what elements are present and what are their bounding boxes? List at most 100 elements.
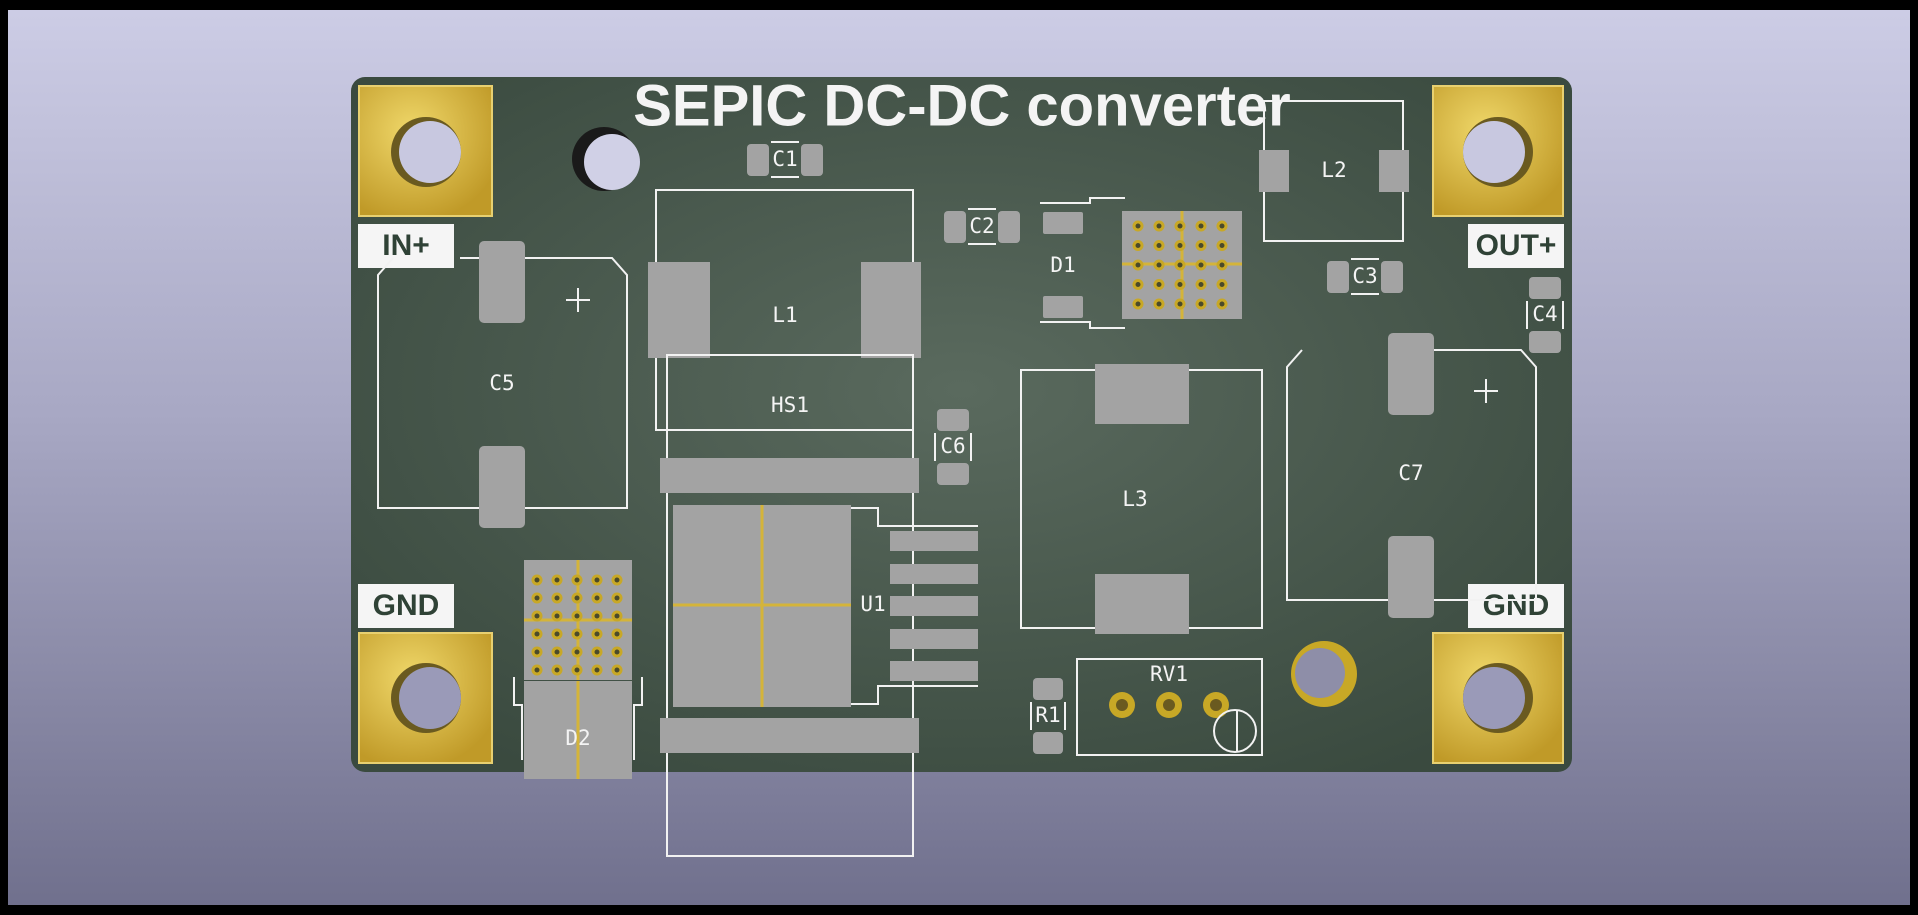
svg-text:RV1: RV1 <box>1150 662 1188 686</box>
mounting-pad-bottom-right <box>1432 632 1564 764</box>
d2-via-hole <box>594 631 600 637</box>
mounting-pad-top-left <box>358 85 493 217</box>
label-gnd-right: GND <box>1468 584 1564 628</box>
d1-via-hole <box>1135 282 1141 287</box>
svg-text:HS1: HS1 <box>771 393 809 417</box>
d2-via-hole <box>554 631 560 637</box>
d2-via-hole <box>534 631 540 637</box>
d1-via-hole <box>1177 282 1183 287</box>
d1-via-hole <box>1219 262 1225 268</box>
svg-text:D2: D2 <box>565 726 590 750</box>
d2-via-hole <box>554 613 560 619</box>
svg-text:L3: L3 <box>1122 487 1147 511</box>
d2-via-hole <box>554 667 560 673</box>
d2-via-hole <box>574 667 580 673</box>
mounting-hole-top <box>572 127 640 191</box>
d1-via-hole <box>1156 301 1162 307</box>
d1-via-array <box>1132 220 1228 310</box>
svg-text:U1: U1 <box>860 592 885 616</box>
component-c5: C5 <box>377 241 628 528</box>
label-out-plus: OUT+ <box>1468 224 1564 268</box>
d2-via-hole <box>554 649 560 655</box>
svg-text:IN+: IN+ <box>382 229 430 262</box>
svg-text:L1: L1 <box>772 303 797 327</box>
d1-via-hole <box>1198 243 1204 248</box>
svg-text:R1: R1 <box>1035 703 1060 727</box>
component-u1: U1 <box>673 505 978 707</box>
d2-via-hole <box>594 595 600 601</box>
frame-border-bottom <box>0 905 1918 915</box>
d2-via-hole <box>614 613 620 619</box>
component-c2: C2 <box>944 208 1020 245</box>
component-hs1: HS1 <box>660 354 919 857</box>
d2-via-hole <box>594 577 600 583</box>
svg-text:C3: C3 <box>1352 264 1377 288</box>
d2-via-hole <box>614 577 620 583</box>
d2-via-hole <box>594 613 600 619</box>
d2-via-hole <box>574 649 580 655</box>
d1-via-hole <box>1177 223 1183 229</box>
d2-via-hole <box>594 667 600 673</box>
d1-via-hole <box>1198 223 1204 229</box>
mounting-pad-bottom-left <box>358 632 493 764</box>
d2-via-hole <box>574 631 580 637</box>
svg-text:C4: C4 <box>1532 302 1557 326</box>
d1-via-hole <box>1198 301 1204 307</box>
component-rv1: RV1 <box>1076 658 1263 756</box>
copper-ring-bottom <box>1291 641 1357 707</box>
component-c1: C1 <box>747 141 823 178</box>
svg-text:C7: C7 <box>1398 461 1423 485</box>
d2-via-hole <box>614 649 620 655</box>
svg-text:C5: C5 <box>489 371 514 395</box>
d2-via-hole <box>574 613 580 619</box>
d1-via-hole <box>1156 282 1162 287</box>
d2-via-hole <box>534 667 540 673</box>
d2-via-hole <box>554 577 560 583</box>
component-l2: L2 <box>1259 100 1409 242</box>
svg-text:GND: GND <box>373 589 440 622</box>
svg-text:D1: D1 <box>1050 253 1075 277</box>
svg-text:C1: C1 <box>772 147 797 171</box>
d1-via-hole <box>1198 282 1204 287</box>
svg-text:C6: C6 <box>940 434 965 458</box>
d1-via-hole <box>1135 301 1141 307</box>
component-l1: L1 <box>648 189 921 431</box>
svg-text:L2: L2 <box>1321 158 1346 182</box>
frame-border-left <box>0 0 8 915</box>
d2-via-hole <box>574 595 580 601</box>
d1-via-hole <box>1177 301 1183 307</box>
d2-via-hole <box>534 613 540 619</box>
frame-border-top <box>0 0 1918 10</box>
d1-via-hole <box>1135 262 1141 268</box>
d1-via-hole <box>1156 223 1162 229</box>
label-gnd-left: GND <box>358 584 454 628</box>
svg-text:C2: C2 <box>969 214 994 238</box>
d1-via-hole <box>1156 243 1162 248</box>
label-in-plus: IN+ <box>358 224 454 268</box>
component-c7: C7 <box>1286 333 1537 618</box>
d1-via-hole <box>1135 243 1141 248</box>
d1-via-hole <box>1219 243 1225 248</box>
frame-border-right <box>1910 0 1918 915</box>
d1-via-hole <box>1198 262 1204 268</box>
d2-thermal-pad <box>524 560 632 680</box>
d2-via-hole <box>554 595 560 601</box>
d2-via-hole <box>574 577 580 583</box>
d1-via-hole <box>1177 243 1183 248</box>
d2-via-hole <box>534 577 540 583</box>
mounting-pad-top-right <box>1432 85 1564 217</box>
d2-via-hole <box>534 595 540 601</box>
component-c6: C6 <box>934 409 972 485</box>
component-c3: C3 <box>1327 258 1403 295</box>
d1-via-hole <box>1219 282 1225 287</box>
d1-via-hole <box>1177 262 1183 268</box>
d1-via-hole <box>1156 262 1162 268</box>
d1-via-hole <box>1219 223 1225 229</box>
d2-via-hole <box>614 667 620 673</box>
d2-via-hole <box>614 595 620 601</box>
board-title: SEPIC DC-DC converter <box>633 73 1290 138</box>
component-l3: L3 <box>1020 364 1263 634</box>
d1-via-hole <box>1219 301 1225 307</box>
svg-text:GND: GND <box>1483 589 1550 622</box>
